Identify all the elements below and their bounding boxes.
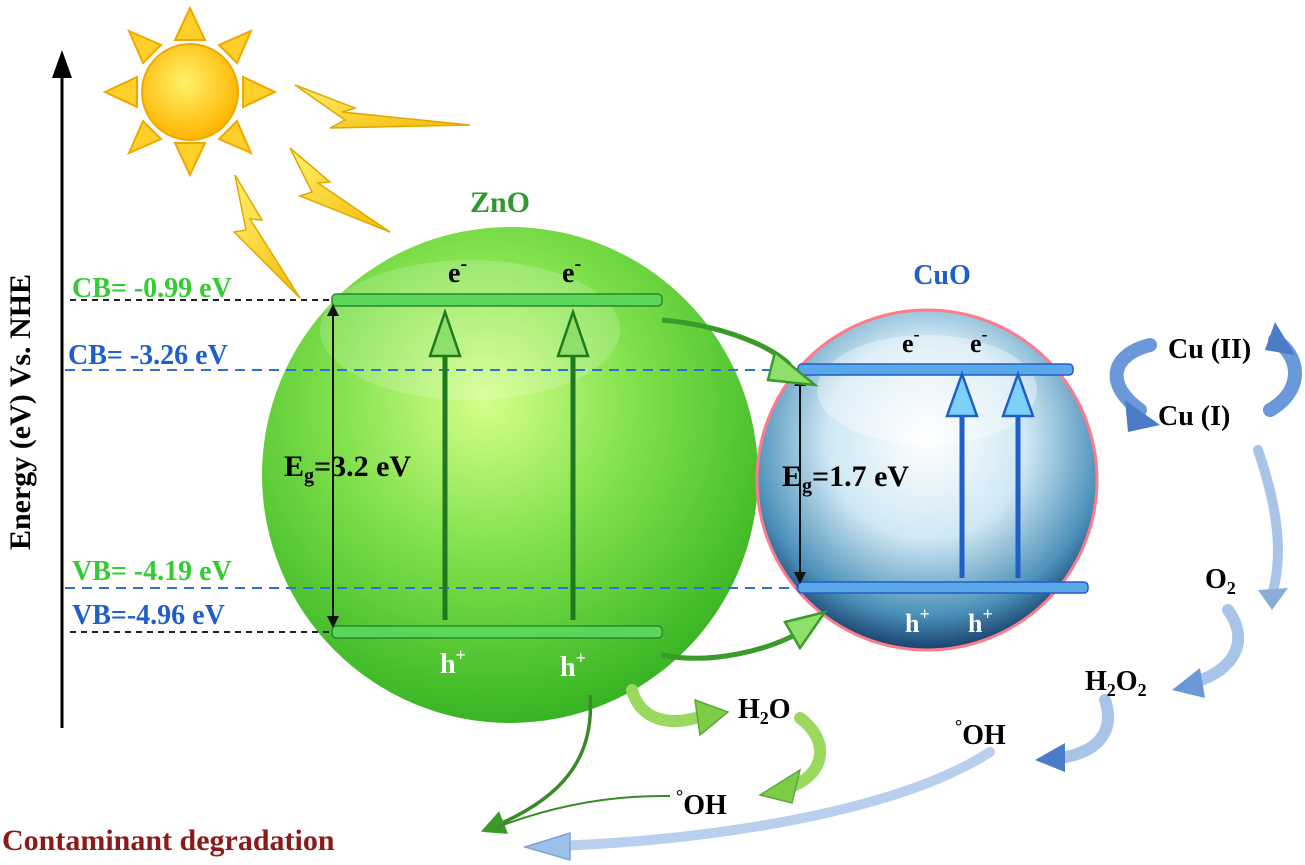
cuo-conduction-band bbox=[797, 363, 1074, 376]
zno-hole-label: h+ bbox=[440, 645, 466, 680]
zno-to-contaminant-arrow bbox=[480, 694, 593, 834]
oh-to-contaminant-arrow bbox=[484, 794, 671, 834]
cuo-excitation-arrows bbox=[945, 370, 1035, 578]
oxygen-pathway-arrows bbox=[1035, 445, 1288, 772]
zno-valence-band bbox=[331, 625, 663, 639]
light-rays bbox=[232, 84, 471, 299]
zno-excitation-arrows bbox=[428, 308, 590, 620]
charge-transfer-arrows bbox=[661, 317, 828, 661]
cuo-electron-label: e- bbox=[902, 324, 920, 358]
cu2-label: Cu (II) bbox=[1168, 334, 1251, 365]
cuo-to-contaminant-arrow bbox=[550, 747, 995, 851]
cuo-label: CuO bbox=[913, 260, 971, 291]
light-bolt-icon bbox=[232, 174, 301, 299]
zno-cb-label: CB= -0.99 eV bbox=[72, 273, 232, 304]
light-bolt-icon bbox=[294, 84, 471, 129]
o2-label: O2 bbox=[1205, 564, 1236, 598]
cuo-hole-label: h+ bbox=[905, 604, 930, 638]
zno-vb-label: VB= -4.19 eV bbox=[72, 556, 232, 587]
cuo-hole-label: h+ bbox=[968, 604, 993, 638]
h2o2-label: H2O2 bbox=[1085, 666, 1147, 700]
cuo-electron-label: e- bbox=[970, 324, 988, 358]
cuo-to-contaminant-arrowhead bbox=[522, 831, 571, 861]
zno-bandgap-label: Eg=3.2 eV bbox=[284, 450, 411, 487]
zno-label: ZnO bbox=[470, 186, 530, 219]
energy-axis-arrowhead bbox=[52, 50, 72, 78]
zno-electron-label: e- bbox=[448, 253, 467, 289]
h2o-label: H2O bbox=[738, 694, 791, 728]
cuo-bandgap-label: Eg=1.7 eV bbox=[782, 460, 909, 497]
oh-radical-label-zno: °OH bbox=[676, 786, 727, 821]
cuo-cb-label: CB= -3.26 eV bbox=[68, 340, 228, 371]
sun-icon bbox=[102, 5, 278, 178]
cu-redox-cycle-arrows bbox=[1109, 322, 1302, 432]
cu1-label: Cu (I) bbox=[1158, 401, 1230, 432]
cuo-valence-band bbox=[797, 581, 1089, 594]
oh-radical-label-cuo: °OH bbox=[955, 716, 1006, 751]
light-bolt-icon bbox=[289, 147, 391, 233]
zno-radical-arrows bbox=[626, 684, 827, 804]
zno-hole-label: h+ bbox=[560, 648, 586, 683]
zno-electron-label: e- bbox=[562, 253, 581, 289]
zno-sphere bbox=[262, 227, 758, 723]
contaminant-degradation-label: Contaminant degradation bbox=[2, 824, 335, 857]
cuo-vb-label: VB=-4.96 eV bbox=[72, 600, 225, 631]
zno-conduction-band bbox=[331, 293, 663, 307]
axis-label: Energy (eV) Vs. NHE bbox=[4, 274, 37, 550]
